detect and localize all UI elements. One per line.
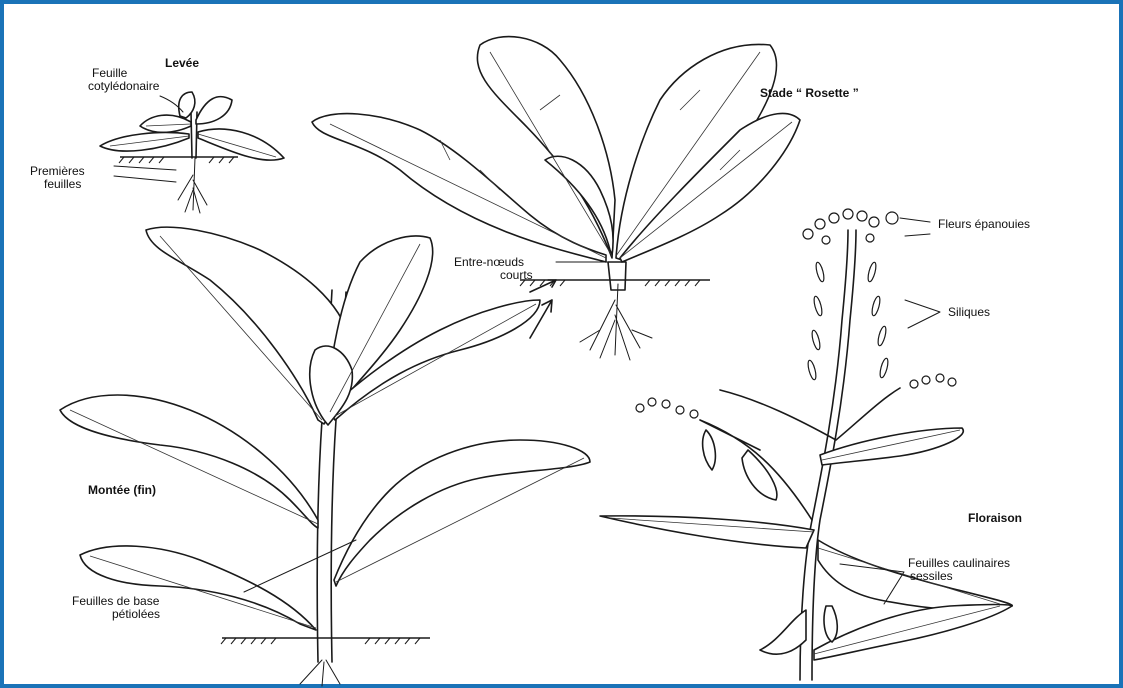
- label-siliques: Siliques: [948, 305, 990, 319]
- label-entre-line2: courts: [500, 268, 533, 282]
- label-base-line1: Feuilles de base: [72, 594, 160, 608]
- label-premieres-line1: Premières: [30, 164, 85, 178]
- label-entre-line1: Entre-nœuds: [454, 255, 524, 269]
- stage-label-montee: Montée (fin): [88, 483, 156, 497]
- label-feuille-line2: cotylédonaire: [88, 79, 160, 93]
- label-caul-line2: sessiles: [910, 569, 953, 583]
- label-premieres-line2: feuilles: [44, 177, 81, 191]
- label-base-line2: pétiolées: [112, 607, 160, 621]
- levee-seedling-drawing: [100, 92, 284, 213]
- stage-label-levee: Levée: [165, 56, 199, 70]
- stage-label-floraison: Floraison: [968, 511, 1022, 525]
- label-feuille-line1: Feuille: [92, 66, 128, 80]
- label-caul-line1: Feuilles caulinaires: [908, 556, 1010, 570]
- annotation-leaders: [114, 96, 940, 604]
- stage-label-rosette: Stade “ Rosette ”: [760, 86, 859, 100]
- label-fleurs: Fleurs épanouies: [938, 217, 1030, 231]
